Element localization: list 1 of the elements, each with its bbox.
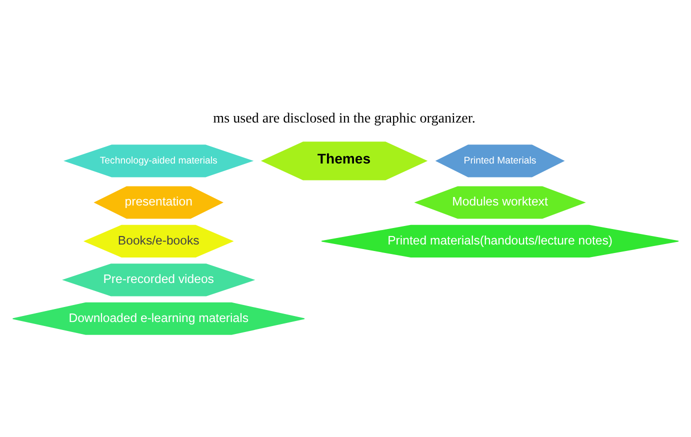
label: ms used are disclosed in the graphic organizer. xyxy=(213,110,476,126)
